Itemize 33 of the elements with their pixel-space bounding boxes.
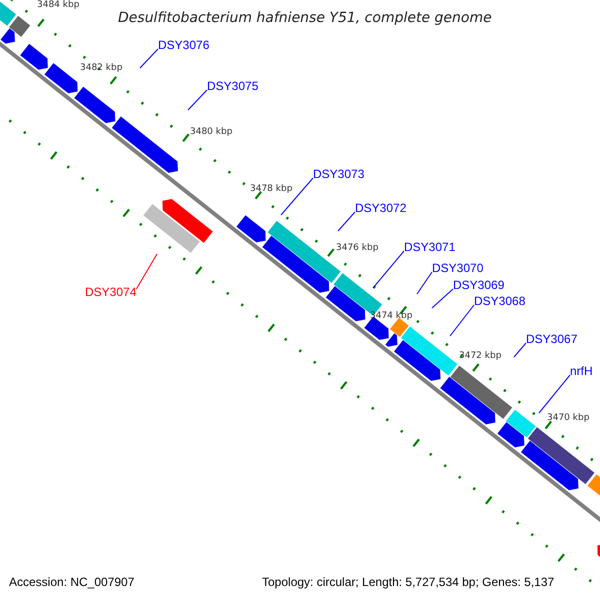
scale-label: 3482 kbp (80, 64, 122, 73)
leader-line (416, 272, 432, 294)
gene-label: DSY3072 (355, 202, 406, 214)
leader-line (432, 288, 454, 308)
leader-line (514, 342, 526, 358)
footer-text: Topology: circular; Length: 5,727,534 bp; Genes: 5,137 (262, 576, 554, 588)
gene-label: DSY3071 (404, 241, 456, 253)
leader-line (280, 178, 314, 216)
gene-label: DSY3074 (85, 286, 136, 298)
leader-line (338, 212, 356, 232)
leader-line (538, 374, 570, 414)
scale-label: 3474 kbp (370, 312, 412, 321)
leader-line (140, 48, 158, 68)
scale-label: 3470 kbp (547, 414, 590, 423)
leader-line (188, 90, 208, 110)
scale-label: 3476 kbp (336, 244, 378, 253)
gene-label: DSY3069 (453, 279, 504, 291)
gene-label: DSY3073 (313, 168, 364, 180)
leader-line (372, 250, 404, 288)
gene-label: DSY3070 (432, 262, 484, 274)
gene-label: nrfH (570, 365, 593, 377)
scale-label: 3480 kbp (190, 128, 232, 137)
diagram-title: Desulfitobacterium hafniense Y51, complete genome (118, 11, 492, 25)
scale-label: 3472 kbp (459, 352, 502, 361)
gene-label: DSY3068 (474, 295, 526, 307)
footer-text: Accession: NC_007907 (9, 576, 134, 588)
scale-label: 3484 kbp (37, 1, 80, 10)
gene-label: DSY3076 (158, 39, 210, 51)
leader-line (136, 254, 158, 290)
gene-label: DSY3067 (526, 333, 578, 345)
scale-label: 3478 kbp (250, 185, 292, 194)
leader-line (450, 304, 474, 336)
gene-label: DSY3075 (207, 80, 258, 92)
